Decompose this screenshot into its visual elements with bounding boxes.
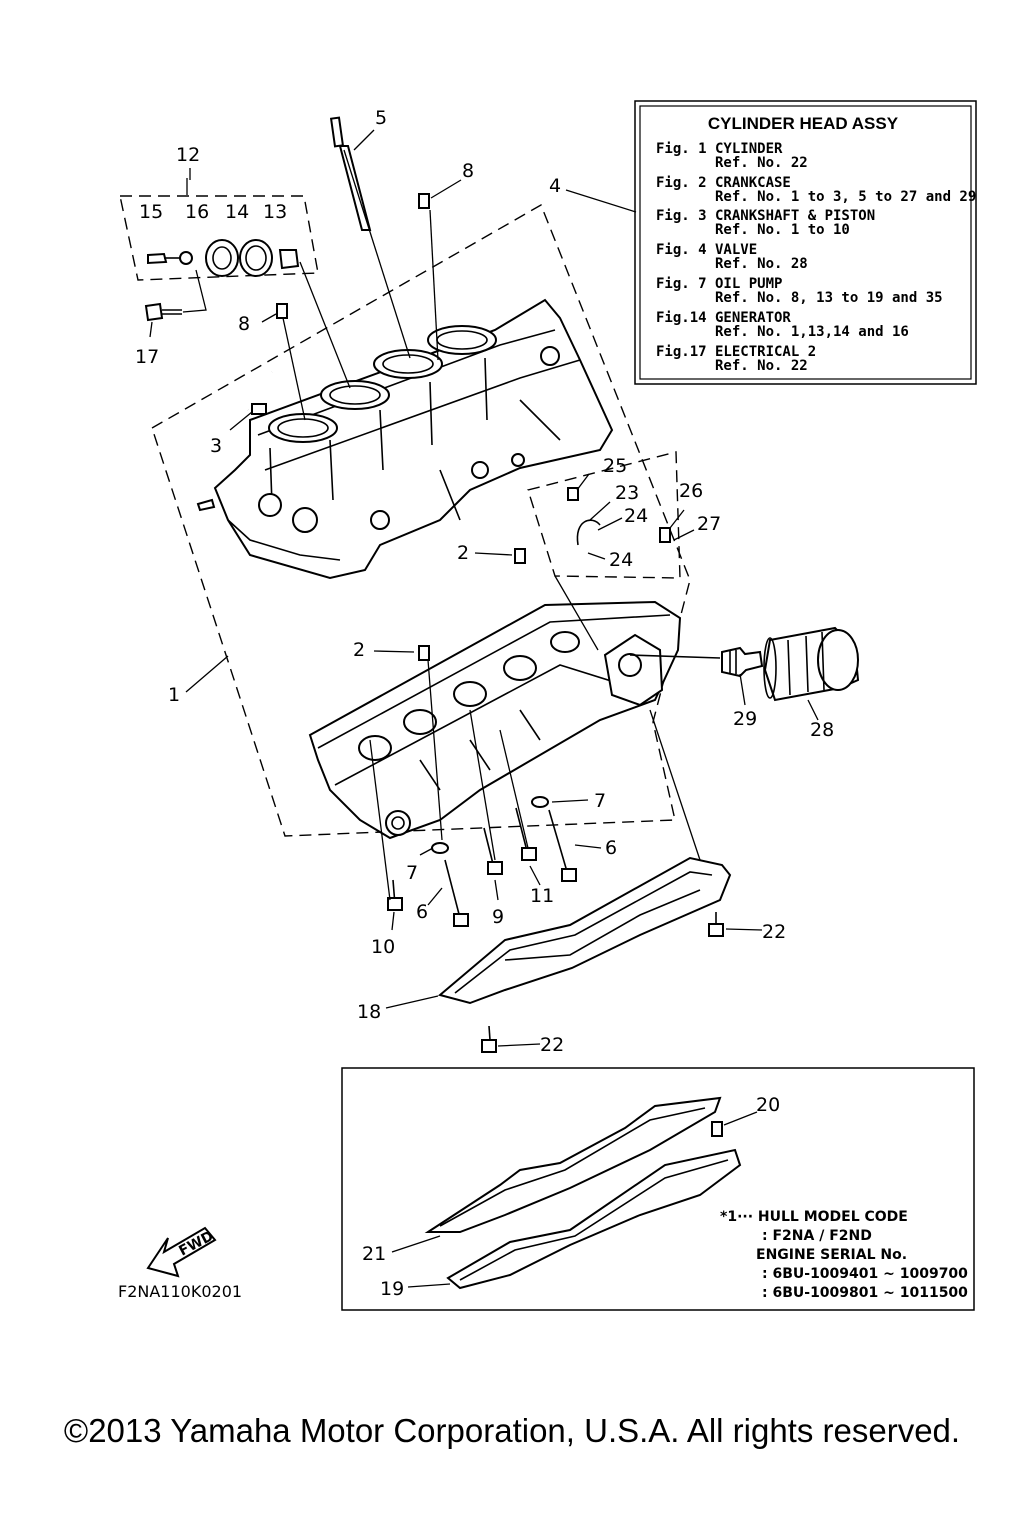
part-label-2: 2 (457, 542, 469, 564)
part-label-6: 6 (605, 837, 617, 859)
hull-model-note: *1··· HULL MODEL CODE : F2NA / F2ND ENGI… (720, 1209, 968, 1301)
part-label-3: 3 (210, 435, 222, 457)
hull-note-line: : F2NA / F2ND (762, 1228, 872, 1244)
hull-note-line: : 6BU-1009801 ~ 1011500 (762, 1285, 968, 1301)
ref-line-ref: Ref. No. 8, 13 to 19 and 35 (715, 290, 943, 306)
dowel-pins (276, 193, 671, 661)
ref-line-ref: Ref. No. 22 (715, 155, 808, 171)
part-label-19: 19 (380, 1278, 404, 1300)
oil-filter (763, 626, 860, 702)
reference-box-title: CYLINDER HEAD ASSY (708, 114, 899, 133)
oil-pipe-23 (567, 487, 601, 546)
bolt-17 (144, 302, 182, 322)
part-label-8: 8 (238, 313, 250, 335)
part-label-4: 4 (549, 175, 561, 197)
part-label-14: 14 (225, 201, 249, 223)
ref-line-fig: Fig. 3 CRANKSHAFT & PISTON (656, 208, 875, 224)
part-label-6: 6 (416, 901, 428, 923)
ref-line-ref: Ref. No. 22 (715, 358, 808, 374)
part-label-29: 29 (733, 708, 757, 730)
cylinder-block (196, 298, 614, 580)
part-label-16: 16 (185, 201, 209, 223)
part-label-20: 20 (756, 1094, 780, 1116)
leader-lines (149, 129, 819, 1288)
part-label-27: 27 (697, 513, 721, 535)
copyright-notice: ©2013 Yamaha Motor Corporation, U.S.A. A… (63, 1412, 961, 1449)
ref-line-ref: Ref. No. 1 to 10 (715, 222, 850, 238)
part-label-22: 22 (762, 921, 786, 943)
ref-line-ref: Ref. No. 1 to 3, 5 to 27 and 29 (715, 189, 976, 205)
seal-set-12 (147, 239, 300, 277)
ref-line-fig: Fig. 4 VALVE (656, 242, 757, 258)
part-label-9: 9 (492, 906, 504, 928)
part-label-22: 22 (540, 1034, 564, 1056)
assembly-group-12-outline (119, 195, 319, 281)
part-label-24: 24 (609, 549, 633, 571)
forward-arrow-icon: FWD (146, 1226, 217, 1278)
ref-line-ref: Ref. No. 1,13,14 and 16 (715, 324, 909, 340)
oil-pan-gasket (437, 856, 732, 1005)
part-label-11: 11 (530, 885, 554, 907)
part-label-15: 15 (139, 201, 163, 223)
part-label-26: 26 (679, 480, 703, 502)
drawing-code: F2NA110K0201 (118, 1282, 242, 1301)
oil-filter-fitting (721, 646, 764, 678)
part-label-10: 10 (371, 936, 395, 958)
hull-note-line: : 6BU-1009401 ~ 1009700 (762, 1266, 968, 1282)
part-label-25: 25 (603, 455, 627, 477)
hull-note-line: ENGINE SERIAL No. (756, 1247, 907, 1263)
hull-note-line: *1··· HULL MODEL CODE (720, 1209, 908, 1225)
part-label-24: 24 (624, 505, 648, 527)
ref-line-fig: Fig.14 GENERATOR (656, 310, 791, 326)
ref-line-fig: Fig. 1 CYLINDER (656, 141, 783, 157)
assembly-group-25-outline (527, 451, 681, 579)
part-labels: 5 12 8 4 15 16 14 13 8 17 3 25 23 26 24 … (135, 107, 834, 1300)
part-label-12: 12 (176, 144, 200, 166)
part-label-28: 28 (810, 719, 834, 741)
part-label-2: 2 (353, 639, 365, 661)
part-label-21: 21 (362, 1243, 386, 1265)
part-label-13: 13 (263, 201, 287, 223)
assembly-group-1-outline (151, 203, 691, 837)
reference-box: CYLINDER HEAD ASSY Fig. 1 CYLINDER Ref. … (634, 100, 977, 385)
part-label-17: 17 (135, 346, 159, 368)
ref-line-ref: Ref. No. 28 (715, 256, 808, 272)
ref-line-fig: Fig. 2 CRANKCASE (656, 175, 791, 191)
crankcase-bolts (387, 796, 724, 1053)
part-label-18: 18 (357, 1001, 381, 1023)
hull-variant-inset (341, 1067, 975, 1311)
part-label-1: 1 (168, 684, 180, 706)
part-label-5: 5 (375, 107, 387, 129)
part-label-8: 8 (462, 160, 474, 182)
hose-3 (243, 370, 273, 415)
part-label-7: 7 (406, 862, 418, 884)
ref-line-fig: Fig. 7 OIL PUMP (656, 276, 782, 292)
part-label-7: 7 (594, 790, 606, 812)
ref-line-fig: Fig.17 ELECTRICAL 2 (656, 344, 816, 360)
part-label-23: 23 (615, 482, 639, 504)
lower-crankcase (308, 600, 721, 840)
